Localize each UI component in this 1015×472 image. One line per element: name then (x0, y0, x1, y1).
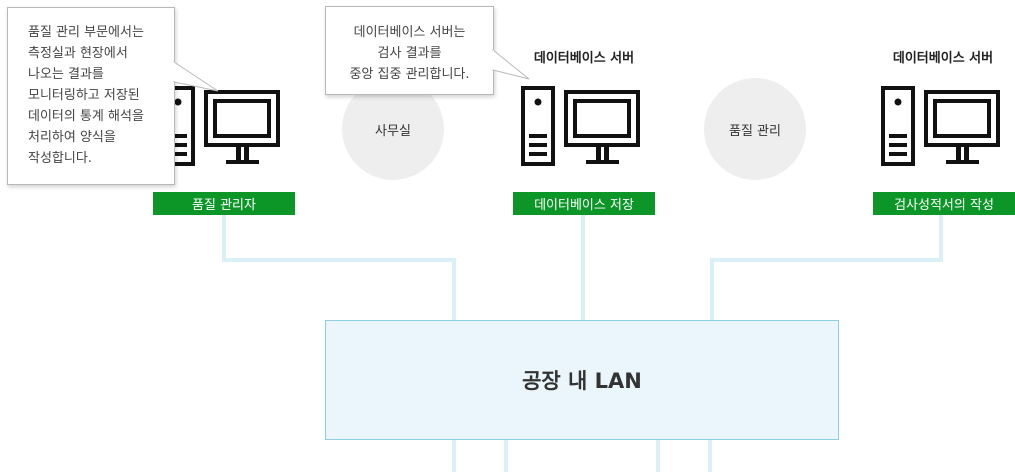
wire-report-to-lan (710, 258, 714, 320)
wire-report-down (939, 214, 943, 262)
wire-report-across (710, 258, 943, 262)
wire-quality-manager-across (222, 258, 456, 262)
callout-line: 데이터베이스 서버는 (353, 25, 466, 40)
callout-line: 검사 결과를 (377, 46, 442, 61)
quality-dept-callout-tail (173, 61, 219, 92)
wire-lan-out-2 (504, 440, 508, 472)
callout-line: 측정실과 현장에서 (28, 46, 128, 61)
report-writing-label: 검사성적서의 작성 (873, 192, 1015, 215)
quality-control-node: 품질 관리 (704, 78, 806, 180)
callout-line: 작성합니다. (28, 151, 92, 166)
wire-quality-manager-to-lan (452, 258, 456, 320)
desktop-computer-icon (521, 86, 640, 166)
wire-lan-out-4 (708, 440, 712, 472)
desktop-computer-icon (881, 86, 1000, 166)
wire-lan-out-3 (656, 440, 660, 472)
wire-lan-out-1 (452, 440, 456, 472)
quality-control-label: 품질 관리 (729, 123, 781, 139)
office-label: 사무실 (375, 123, 411, 139)
callout-line: 중앙 집중 관리합니다. (349, 67, 470, 82)
quality-manager-label: 품질 관리자 (153, 192, 295, 215)
report-server-title: 데이터베이스 서버 (892, 51, 994, 66)
quality-dept-callout: 품질 관리 부문에서는 측정실과 현장에서 나오는 결과를 모니터링하고 저장된… (7, 7, 175, 185)
database-callout-tail (492, 48, 530, 80)
office-node: 사무실 (342, 78, 444, 180)
wire-quality-manager-down (222, 214, 226, 262)
callout-line: 모니터링하고 저장된 (28, 88, 140, 103)
factory-lan-label: 공장 내 LAN (522, 369, 642, 393)
callout-line: 나오는 결과를 (28, 67, 104, 82)
database-storage-label: 데이터베이스 저장 (513, 192, 655, 215)
database-callout: 데이터베이스 서버는 검사 결과를 중앙 집중 관리합니다. (325, 6, 494, 95)
callout-line: 품질 관리 부문에서는 (28, 25, 144, 40)
callout-line: 데이터의 통계 해석을 (28, 109, 144, 124)
desktop-computer-icon (161, 86, 280, 166)
database-server-title: 데이터베이스 서버 (533, 51, 635, 66)
wire-database-to-lan (581, 214, 585, 320)
factory-lan: 공장 내 LAN (325, 320, 839, 440)
callout-line: 처리하여 양식을 (28, 130, 116, 145)
